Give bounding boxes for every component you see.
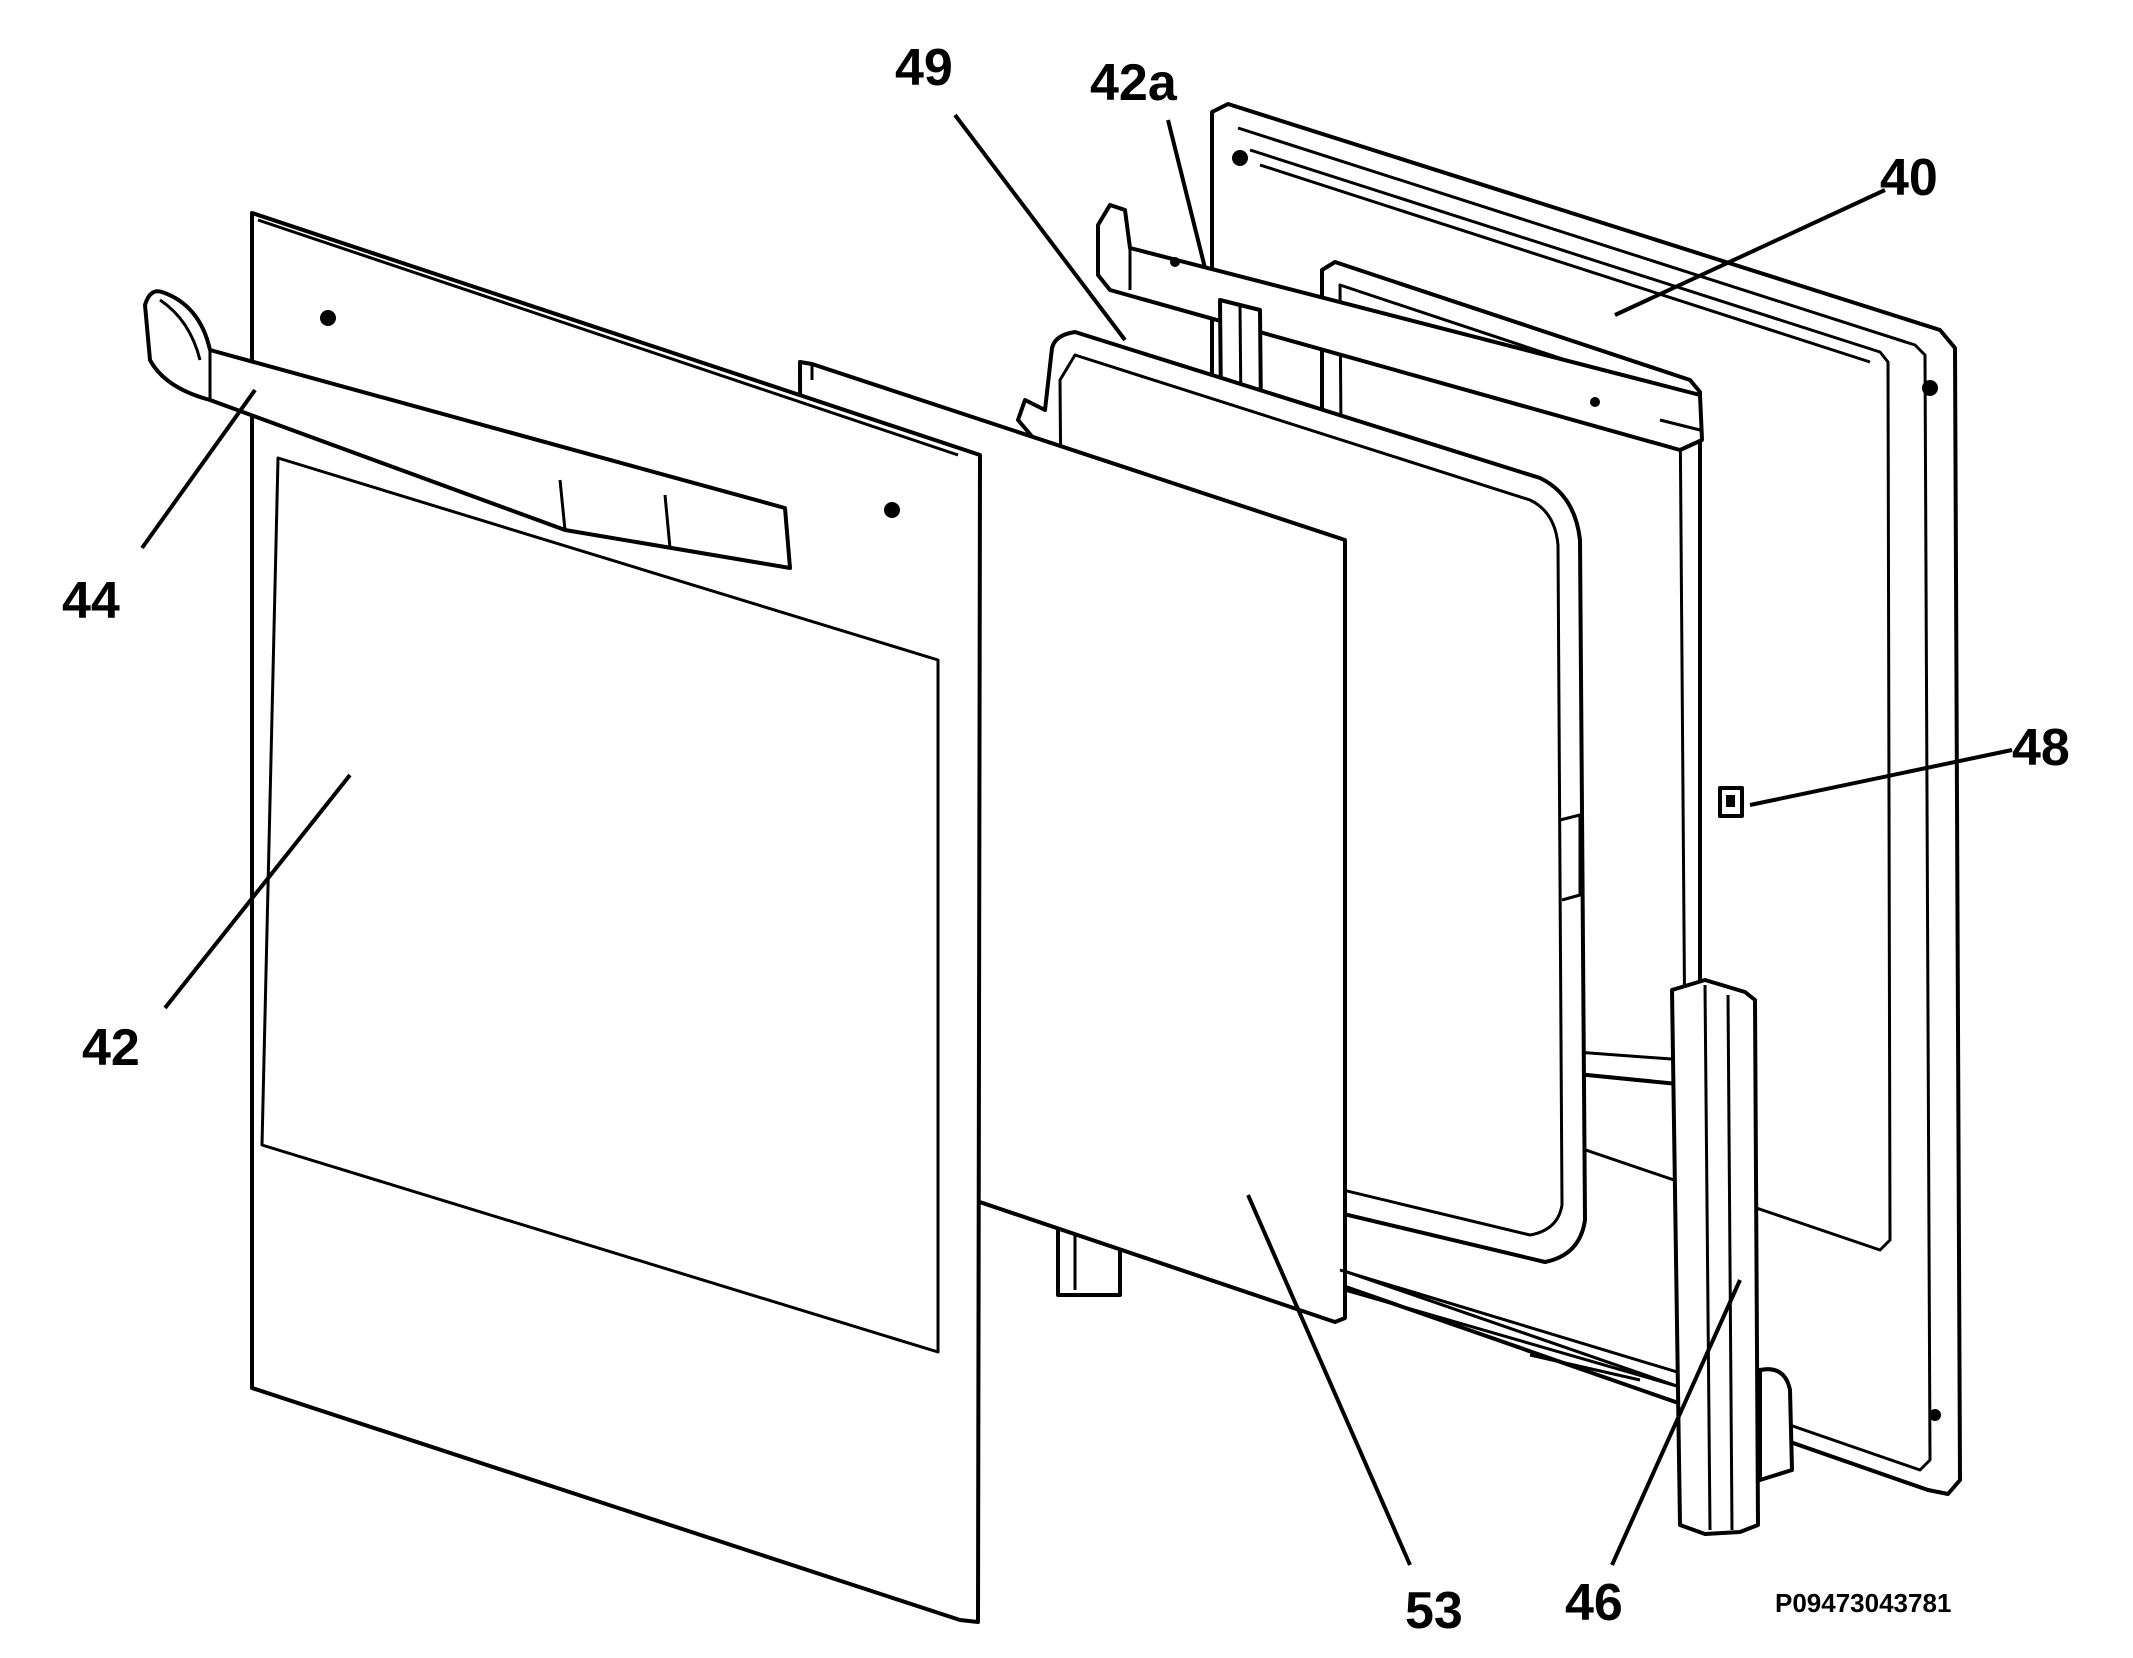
leader-46: [1610, 1279, 1742, 1566]
top-bracket: [1096, 203, 1704, 452]
callout-44: 44: [62, 572, 120, 630]
callout-53: 53: [1405, 1582, 1463, 1640]
callout-42a: 42a: [1090, 54, 1178, 112]
door-handle: [143, 289, 792, 570]
frame-clip: [1718, 786, 1744, 818]
leader-53: [1246, 1194, 1412, 1566]
outer-door-panel: [250, 211, 982, 1624]
reference-code: P09473043781: [1775, 1588, 1951, 1618]
callout-48: 48: [2012, 719, 2070, 777]
hinge-profile: [1670, 978, 1794, 1536]
leader-42a: [1166, 119, 1207, 269]
leader-49: [953, 113, 1127, 342]
callout-40: 40: [1880, 149, 1938, 207]
leader-48: [1749, 748, 2013, 807]
callout-49: 49: [895, 39, 953, 97]
callout-42: 42: [82, 1019, 140, 1077]
leader-lines: [140, 113, 2013, 1566]
leader-44: [140, 388, 257, 550]
leader-40: [1614, 188, 1886, 317]
leader-42: [163, 773, 352, 1010]
callout-labels: 49 42a 40 44 48 42 53 46 P09473043781: [62, 39, 2070, 1640]
callout-46: 46: [1565, 1574, 1623, 1632]
